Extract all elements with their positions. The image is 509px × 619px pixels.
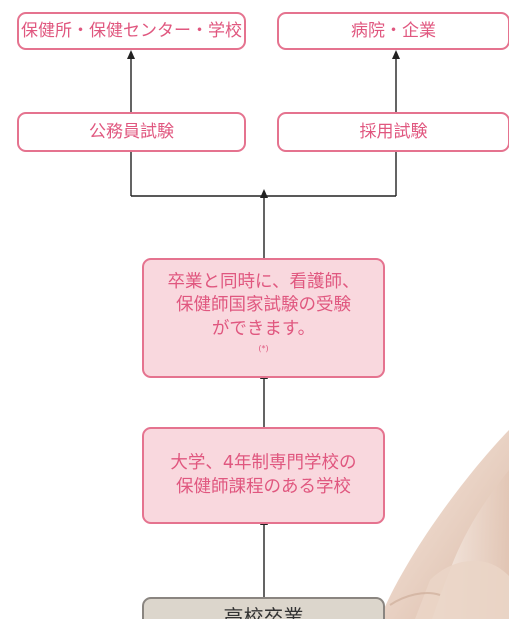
school-line-1: 大学、4年制専門学校の <box>170 452 357 473</box>
eligibility-line-2: 保健師国家試験の受験 <box>175 295 351 316</box>
employment-exam-box: 採用試験 <box>277 112 509 152</box>
destination-hospital-label: 病院・企業 <box>351 20 436 41</box>
high-school-graduation-label: 高校卒業 <box>223 604 304 619</box>
civil-service-exam-box: 公務員試験 <box>17 112 246 152</box>
high-school-graduation-box: 高校卒業 <box>142 597 385 619</box>
destination-public-health-label: 保健所・保健センター・学校 <box>21 20 242 41</box>
arrowhead-up <box>392 50 400 59</box>
footnote-mark: (*) <box>258 343 269 353</box>
eligibility-line-1: 卒業と同時に、看護師、 <box>167 271 360 292</box>
school-line-2: 保健師課程のある学校 <box>175 476 351 497</box>
destination-public-health-box: 保健所・保健センター・学校 <box>17 12 246 50</box>
destination-hospital-box: 病院・企業 <box>277 12 509 50</box>
arrowhead-up <box>260 189 268 198</box>
civil-service-exam-label: 公務員試験 <box>89 121 174 142</box>
national-exam-eligibility-box: 卒業と同時に、看護師、 保健師国家試験の受験 ができます。 (*) <box>142 258 385 378</box>
eligibility-line-3: ができます。 <box>211 319 316 339</box>
decorative-photo <box>370 430 509 619</box>
arrowhead-up <box>127 50 135 59</box>
school-box: 大学、4年制専門学校の 保健師課程のある学校 <box>142 427 385 524</box>
employment-exam-label: 採用試験 <box>359 121 428 142</box>
